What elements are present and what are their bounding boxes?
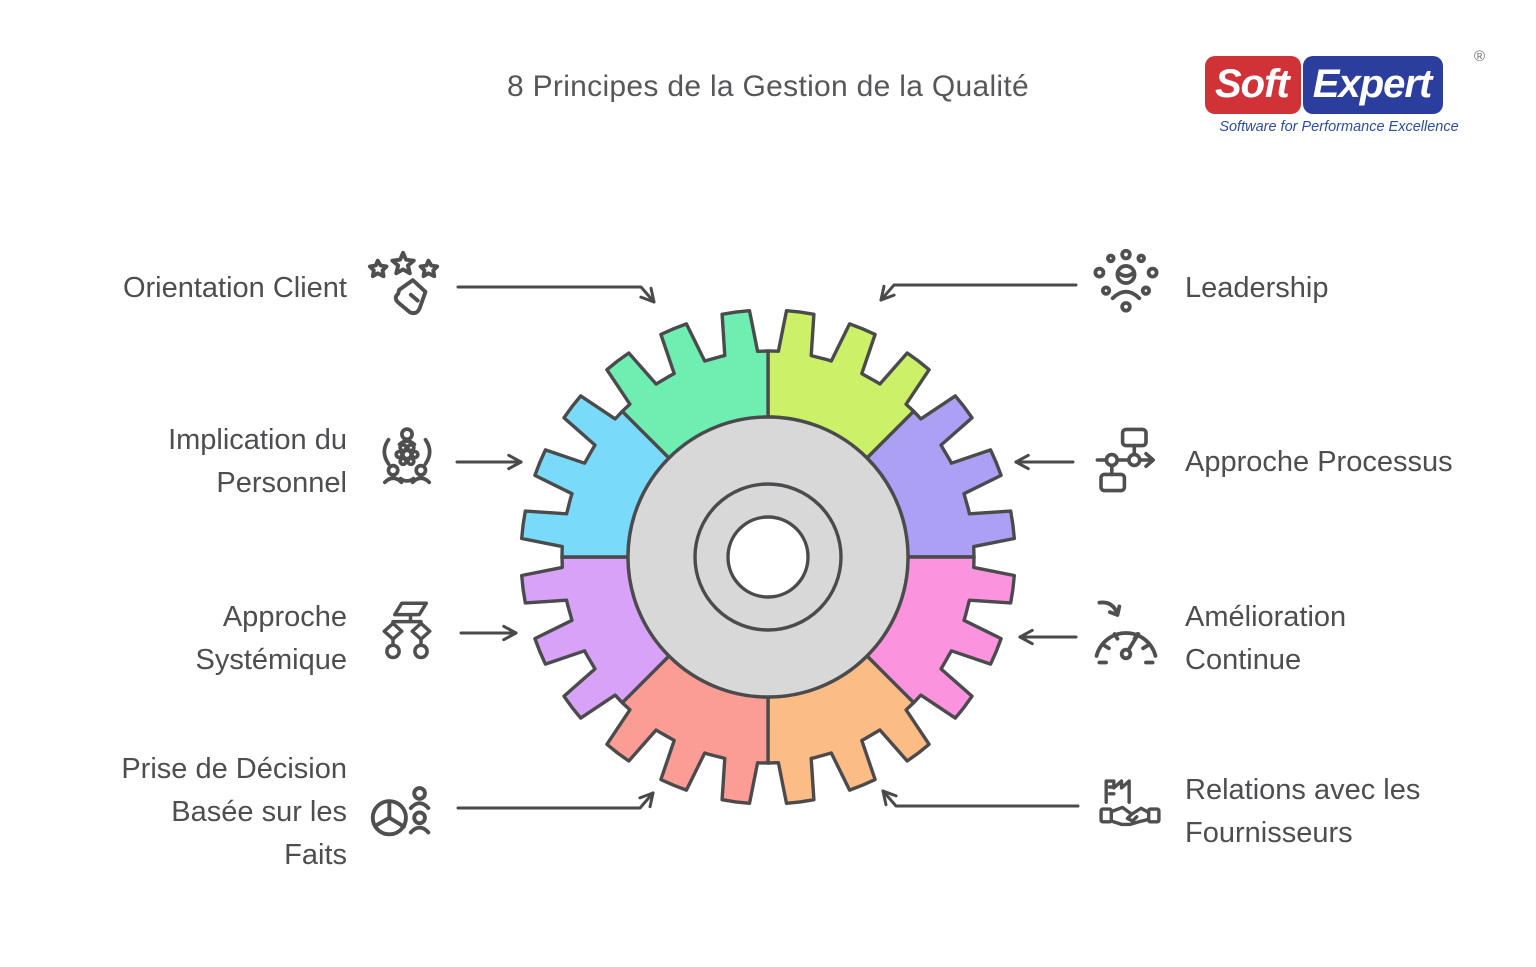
label-implication-personnel: Implication du Personnel [168,424,347,499]
logo-soft-box: Soft [1205,56,1301,114]
arrowhead [1014,460,1030,471]
arrowhead [648,791,655,809]
label-amelioration-continue: Amélioration Continue [1185,601,1347,676]
team-gear-icon [370,424,444,498]
process-flow-icon [1092,424,1164,496]
arrowhead [1018,628,1034,639]
logo-tagline: Software for Performance Excellence [1219,119,1459,135]
arrowhead [879,293,896,302]
label-approche-systemique: Approche Systémique [195,601,347,676]
quality-gear-diagram [519,308,1016,805]
arrowhead [639,295,656,304]
label-relations-fournisseurs: Relations avec les Fournisseurs [1185,774,1421,849]
connector-arrow [879,283,1078,302]
arrowhead [638,791,655,800]
label-approche-processus: Approche Processus [1185,446,1453,478]
page-title: 8 Principes de la Gestion de la Qualité [507,70,1029,103]
connector-arrow [456,791,655,810]
arrowhead [502,631,518,642]
registered-trademark-icon: ® [1473,48,1485,65]
hierarchy-icon [372,598,442,668]
arrowhead [649,286,656,304]
arrowhead [881,789,898,798]
leader-influence-icon [1088,246,1164,322]
arrowhead [507,453,523,464]
arrowhead [1018,635,1034,646]
gear-hub [726,515,810,599]
softexpert-logo: Soft Expert ® Software for Performance E… [1205,48,1485,135]
connector-arrow [456,285,656,304]
factory-handshake-icon [1096,770,1164,838]
logo-expert-box: Expert [1302,56,1444,114]
label-orientation-client: Orientation Client [122,272,347,304]
arrowhead [507,460,523,471]
connector-arrow [881,789,1080,808]
label-prise-de-decision: Prise de Décision Basée sur les Faits [121,753,347,871]
arrowhead [881,789,888,807]
arrowhead [879,284,886,302]
gauge-icon [1088,596,1164,672]
label-leadership: Leadership [1185,272,1329,304]
arrowhead [1014,453,1030,464]
stars-hand-icon [366,246,444,324]
arrowhead [502,624,518,635]
pie-people-icon [364,770,442,848]
